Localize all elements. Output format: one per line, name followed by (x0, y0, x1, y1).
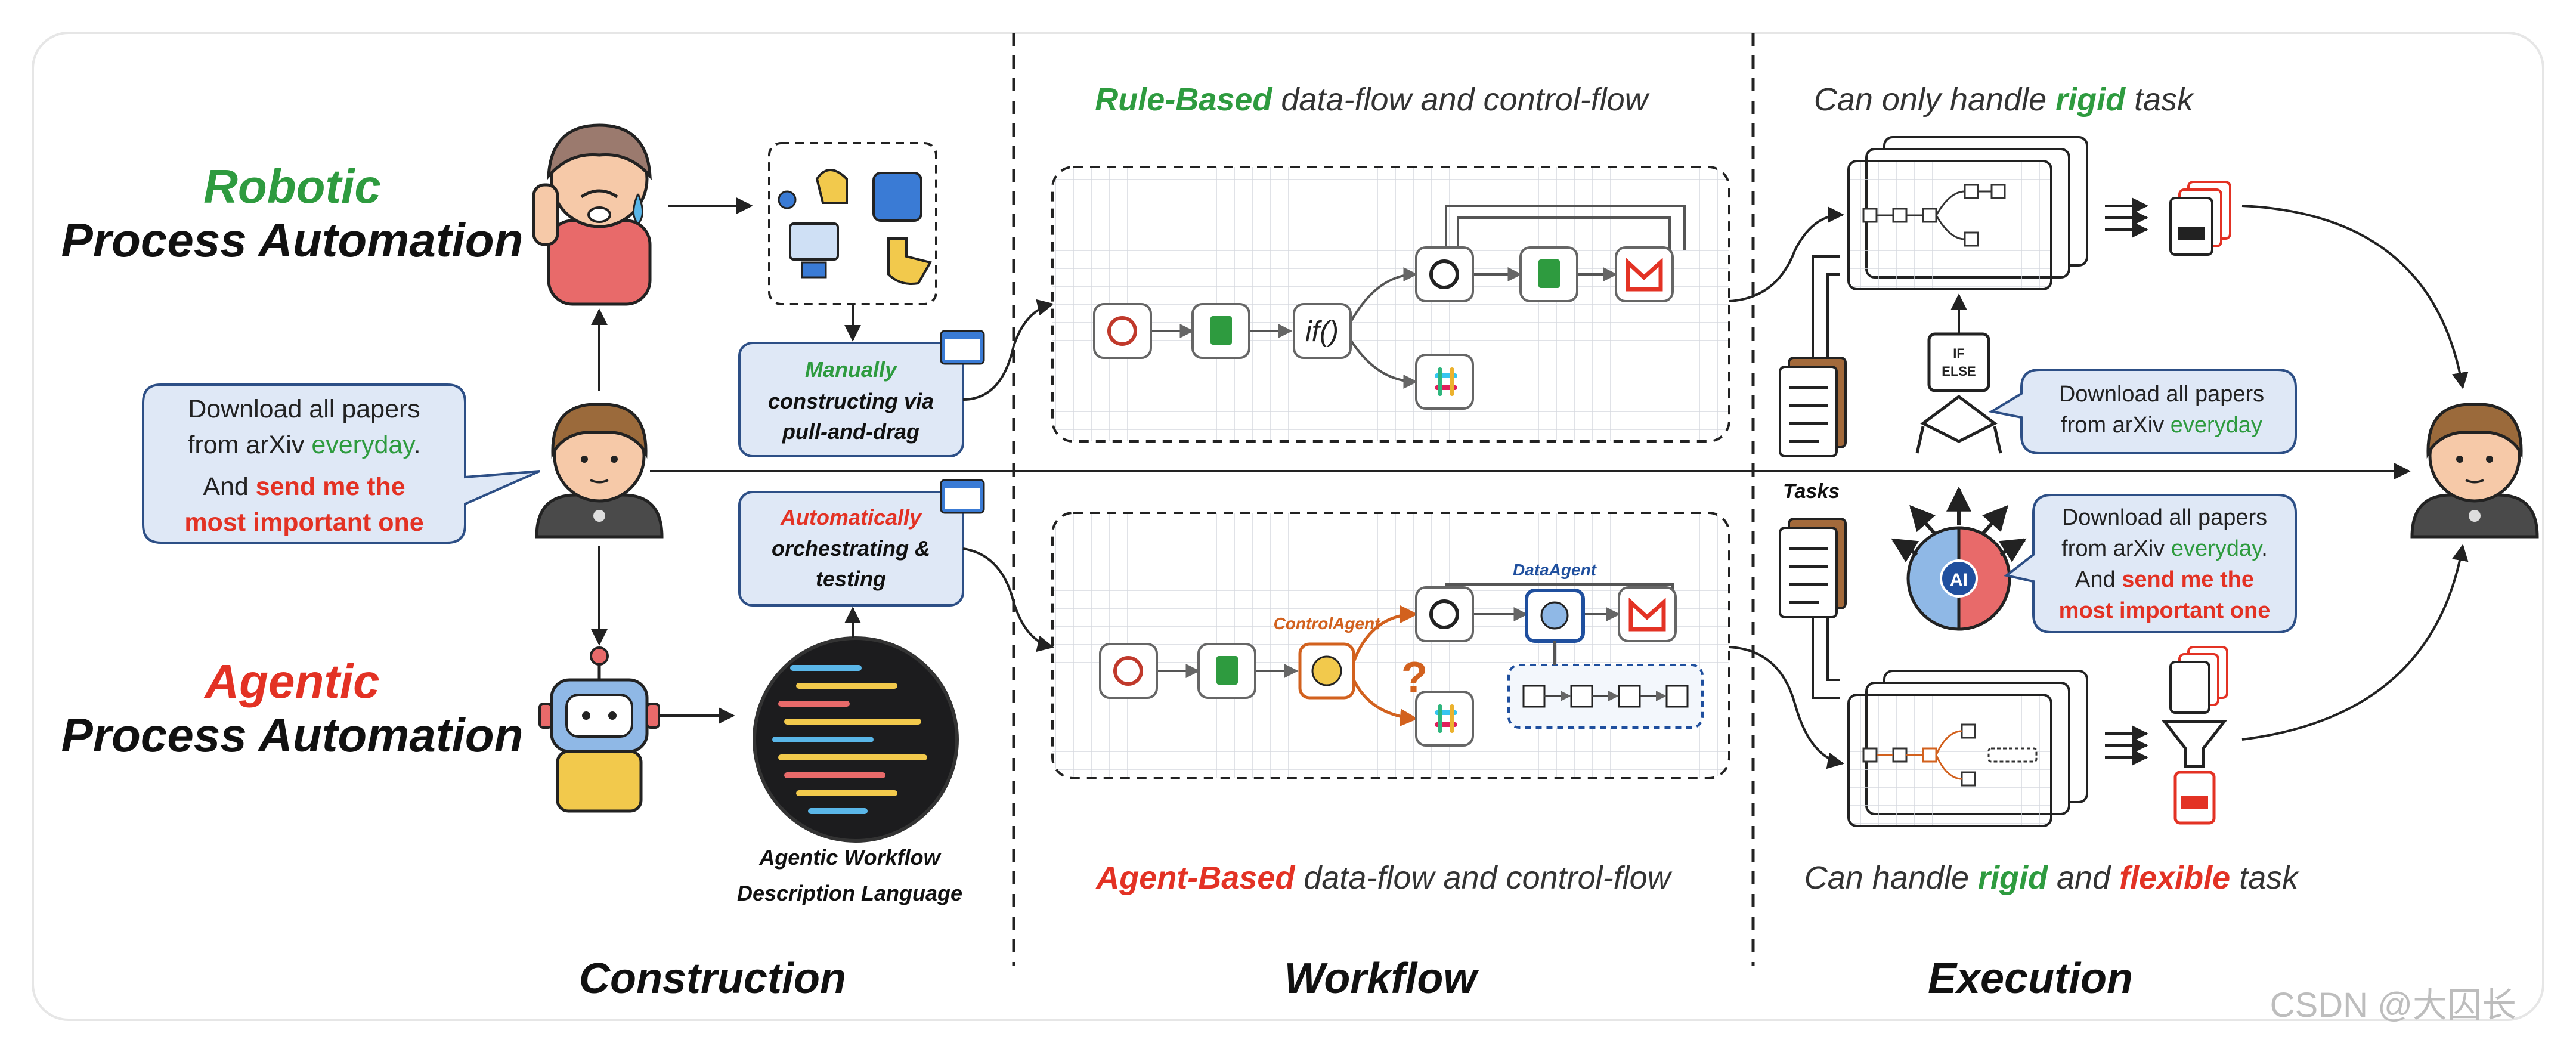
if-label: IF (1953, 346, 1965, 361)
watermark: CSDN @大囚长 (2270, 986, 2516, 1025)
language-label-line2: Description Language (737, 881, 962, 905)
manual-box-line1: Manually (805, 357, 898, 382)
if-node-icon (1293, 303, 1352, 359)
tasks-label: Tasks (1783, 480, 1840, 503)
else-label: ELSE (1942, 364, 1976, 379)
construction-column-label: Construction (579, 955, 846, 1003)
auto-box-line3: testing (816, 567, 886, 591)
rigid-bubble-line1: Download all papers (2059, 382, 2264, 407)
flexible-bubble-line2: from arXiv everyday. (2061, 536, 2268, 561)
rigid-task-bubble: Download all papers from arXiv everyday (1988, 369, 2297, 454)
rule-based-caption: Rule-Based data-flow and control-flow (1095, 82, 1649, 117)
webhook-node-icon (1093, 303, 1152, 359)
language-label-line1: Agentic Workflow (758, 845, 941, 870)
rigid-only-caption: Can only handle rigid task (1814, 82, 2195, 117)
arrow-auto-to-agent-workflow (962, 547, 1054, 652)
manual-box-line3: pull-and-drag (782, 419, 919, 444)
filter-funnel-icon (2161, 720, 2228, 768)
user-bubble-line1: Download all papers (188, 395, 420, 423)
apa-title-line1: Agentic (203, 655, 379, 708)
agent-based-caption: Agent-Based data-flow and control-flow (1095, 860, 1672, 896)
rpa-title-line2: Process Automation (61, 214, 524, 267)
auto-box-line1: Automatically (780, 505, 922, 530)
agent-execution-cards (1847, 670, 2088, 827)
if-node-label: if() (1305, 316, 1339, 348)
user-bubble-line2: from arXiv everyday. (187, 431, 420, 459)
rigid-flexible-caption: Can handle rigid and flexible task (1804, 860, 2300, 896)
arrow-rule-workflow-to-execution (1729, 206, 1844, 302)
loop-node-icon (1415, 586, 1474, 642)
user-request-bubble: Download all papers from arXiv everyday.… (142, 383, 540, 544)
important-pdf-icon (2174, 771, 2216, 825)
flexible-bubble-line3: And send me the (2075, 567, 2254, 592)
bottom-task-documents-icon (1779, 518, 1847, 618)
workflow-column-label: Workflow (1284, 955, 1479, 1003)
arrows-tasks-to-agent-cards (1812, 617, 1840, 699)
slack-node-icon (1415, 354, 1474, 410)
ai-brain-icon: AI (1891, 486, 2027, 631)
robot-icon (538, 646, 660, 813)
rigid-bubble-line2: from arXiv everyday (2061, 413, 2262, 438)
rule-based-workflow-panel: if() (1051, 166, 1730, 443)
control-agent-label: ControlAgent (1274, 614, 1382, 633)
rule-execution-cards (1847, 136, 2088, 290)
code-language-icon (753, 636, 959, 843)
ai-label: AI (1950, 570, 1968, 590)
agent-based-workflow-panel: ControlAgent ? DataAgent (1051, 512, 1730, 779)
stressed-worker-icon (532, 123, 652, 306)
manual-box-line2: constructing via (768, 389, 934, 413)
rpa-title-line1: Robotic (203, 160, 381, 213)
top-task-documents-icon (1779, 357, 1847, 457)
slack-node-icon (1415, 691, 1474, 747)
pdf-files-icon (2169, 181, 2231, 256)
user-avatar (535, 403, 664, 539)
loop-node-icon (1415, 246, 1474, 302)
webhook-node-icon (1099, 643, 1158, 699)
arrow-rigid-output-to-user (2241, 205, 2469, 389)
auto-box-line2: orchestrating & (772, 536, 930, 561)
apa-title-line2: Process Automation (61, 708, 524, 762)
flexible-task-bubble: Download all papers from arXiv everyday.… (2004, 494, 2297, 633)
user-bubble-line4: most important one (184, 508, 423, 537)
pull-and-drag-illustration (768, 142, 937, 305)
rigid-output-arrows (2105, 197, 2148, 238)
if-else-icon: IF ELSE (1915, 293, 2002, 454)
arrow-manual-to-rule-workflow (962, 299, 1054, 401)
auto-orchestration-box: Automatically orchestrating & testing (738, 479, 985, 607)
arrows-tasks-to-rule-cards (1812, 255, 1840, 358)
flexible-bubble-line1: Download all papers (2062, 505, 2267, 530)
user-bubble-line3: And send me the (203, 472, 405, 501)
flexible-output-arrows (2105, 725, 2148, 766)
arrow-agent-workflow-to-execution (1729, 646, 1844, 769)
pdf-files-icon (2169, 646, 2228, 714)
manual-construction-box: Manually constructing via pull-and-drag (738, 330, 985, 457)
data-agent-label: DataAgent (1513, 561, 1597, 579)
result-user-avatar (2410, 403, 2539, 539)
arrow-flexible-output-to-user (2241, 544, 2469, 741)
execution-column-label: Execution (1928, 955, 2133, 1003)
flexible-bubble-line4: most important one (2059, 598, 2271, 623)
